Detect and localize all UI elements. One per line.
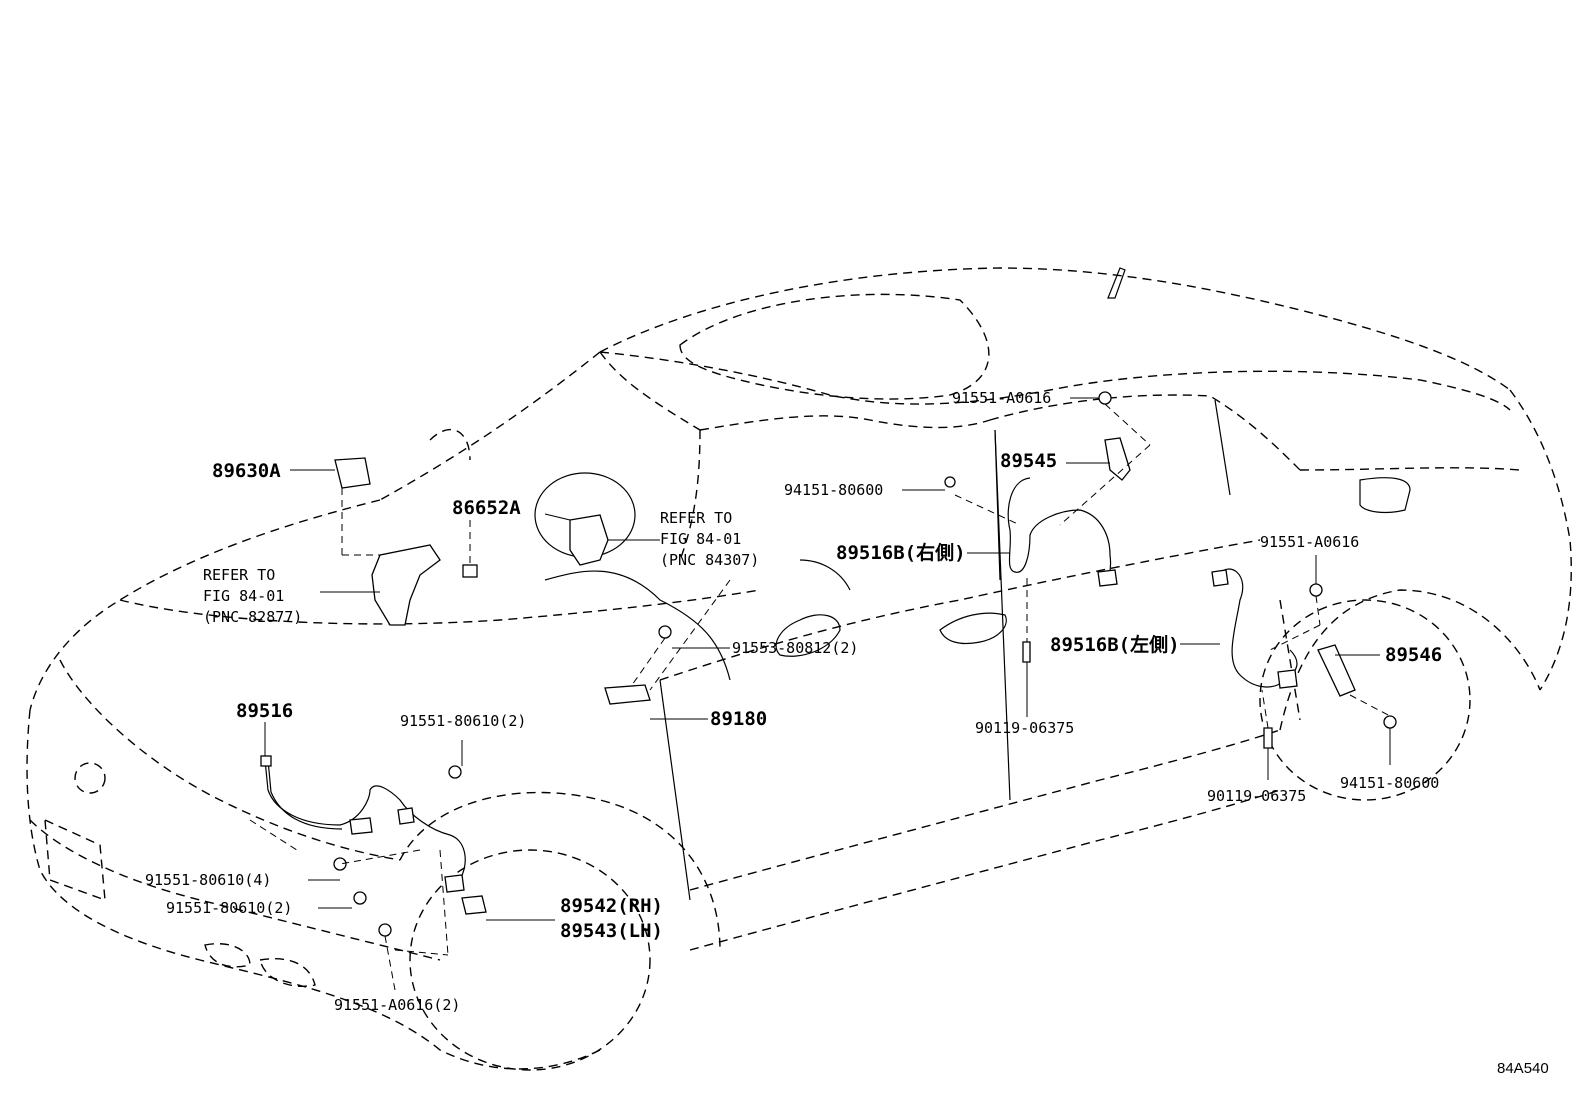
part-label-90119-06375-center: 90119-06375: [975, 719, 1075, 737]
part-label-89543: 89543(LH): [560, 920, 663, 942]
car-body: [26, 267, 1572, 1071]
part-label-91551-80610-2-low: 91551-80610(2): [166, 899, 293, 917]
part-label-91551-A0616-2: 91551-A0616(2): [334, 996, 461, 1014]
part-label-89516B-lh: 89516B(左側): [1050, 634, 1180, 656]
part-label-91551-A0616-right: 91551-A0616: [1260, 533, 1360, 551]
part-label-90119-06375-rear: 90119-06375: [1207, 787, 1307, 805]
refer-left-line2: FIG 84-01: [203, 587, 285, 605]
refer-steering-line1: REFER TO: [660, 509, 733, 527]
refer-left-line3: (PNC 82877): [203, 608, 303, 626]
part-label-89630A: 89630A: [212, 460, 281, 482]
part-label-91551-80610-4: 91551-80610(4): [145, 871, 272, 889]
part-label-89180: 89180: [710, 708, 768, 730]
part-label-89516: 89516: [236, 700, 294, 722]
leader-lines: [249, 397, 1391, 991]
part-label-94151-80600-top: 94151-80600: [784, 481, 884, 499]
part-label-94151-80600-rear: 94151-80600: [1340, 774, 1440, 792]
refer-left-line1: REFER TO: [203, 566, 276, 584]
parts: [260, 391, 1397, 937]
figure-code: 84A540: [1497, 1060, 1549, 1077]
part-label-89546: 89546: [1385, 644, 1443, 666]
refer-steering-line3: (PNC 84307): [660, 551, 760, 569]
part-label-91551-A0616-top: 91551-A0616: [952, 389, 1052, 407]
part-label-89542: 89542(RH): [560, 895, 663, 917]
part-label-91553-80812: 91553-80812(2): [732, 639, 859, 657]
part-label-91551-80610-2-top: 91551-80610(2): [400, 712, 527, 730]
part-label-89545: 89545: [1000, 450, 1058, 472]
part-label-86652A: 86652A: [452, 497, 521, 519]
part-label-89516B-rh: 89516B(右側): [836, 542, 966, 564]
refer-steering-line2: FIG 84-01: [660, 530, 742, 548]
